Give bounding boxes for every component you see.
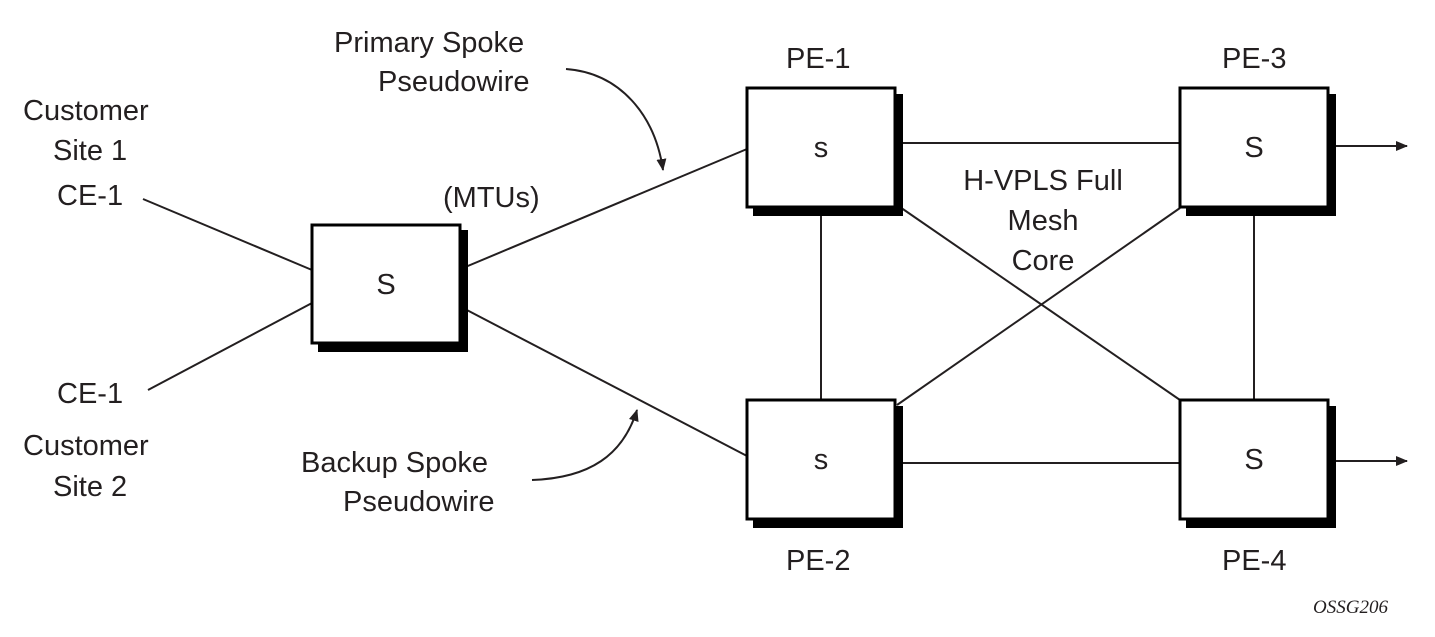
backup-spoke-callout-arrow: [531, 409, 639, 481]
mtu-switch: S: [310, 223, 468, 352]
primary-spoke-label-line1: Primary Spoke: [334, 27, 524, 59]
customer-site-1-label-line2: Site 1: [53, 135, 127, 167]
backup-spoke-link: [462, 307, 748, 457]
pe1-switch-label: s: [814, 132, 829, 164]
pe2-switch-label: s: [814, 444, 829, 476]
mtu-switch-label: S: [376, 269, 395, 301]
pe2-switch: s: [745, 398, 903, 528]
pe1-switch: s: [745, 86, 903, 216]
core-label-line3: Core: [1012, 245, 1075, 277]
backup-spoke-label-line2: Pseudowire: [343, 486, 495, 518]
pe3-switch-label: S: [1244, 132, 1263, 164]
pe4-label: PE-4: [1222, 545, 1286, 577]
customer-site-2-label-line2: Site 2: [53, 471, 127, 503]
backup-spoke-label-line1: Backup Spoke: [301, 447, 488, 479]
pe1-label: PE-1: [786, 43, 850, 75]
core-label-line2: Mesh: [1008, 205, 1079, 237]
pe3-label: PE-3: [1222, 43, 1286, 75]
pe2-label: PE-2: [786, 545, 850, 577]
ce1-top-link: [142, 198, 313, 271]
pe1-pe4-link: [896, 204, 1181, 401]
mtus-label: (MTUs): [443, 182, 540, 214]
pe4-switch: S: [1178, 398, 1336, 528]
customer-site-2-label-line1: Customer: [23, 430, 149, 462]
pe2-pe3-link: [896, 207, 1181, 406]
core-label-line1: H-VPLS Full: [963, 165, 1123, 197]
primary-spoke-link: [462, 148, 748, 269]
primary-spoke-callout-arrow: [565, 68, 667, 171]
primary-spoke-label-line2: Pseudowire: [378, 66, 530, 98]
ce1-bottom-label: CE-1: [57, 378, 123, 410]
ce1-top-label: CE-1: [57, 180, 123, 212]
figure-id: OSSG206: [1313, 597, 1388, 618]
pe4-switch-label: S: [1244, 444, 1263, 476]
ce1-bottom-link: [147, 302, 313, 391]
customer-site-1-label-line1: Customer: [23, 95, 149, 127]
pe3-switch: S: [1178, 86, 1336, 216]
